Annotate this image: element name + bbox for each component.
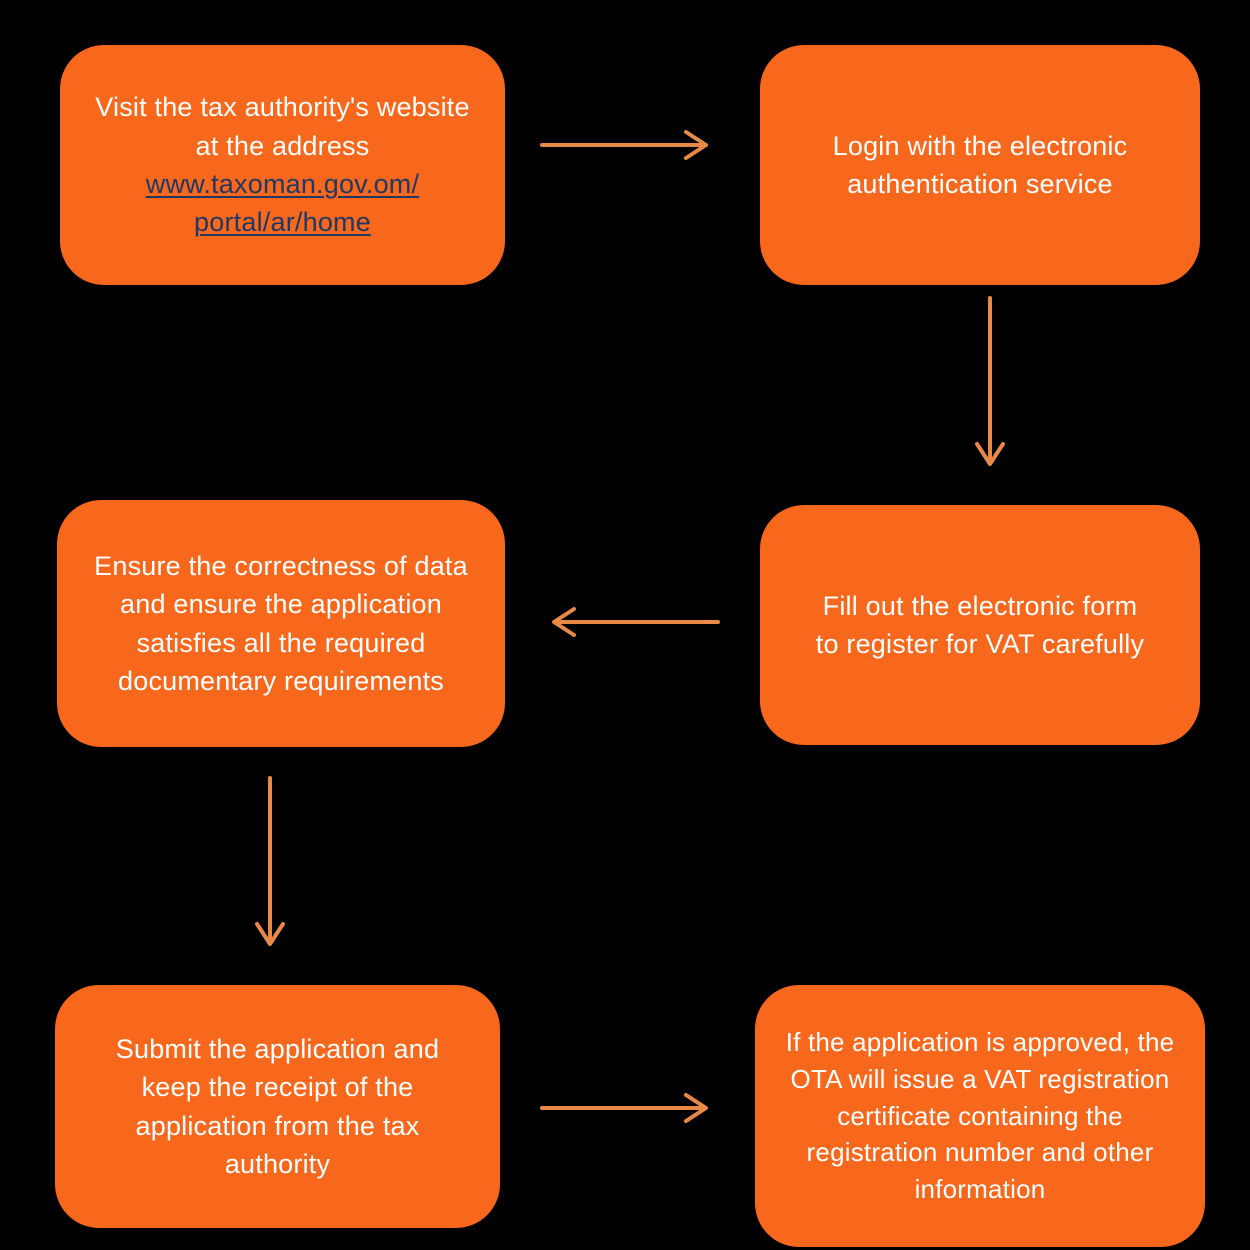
step-text-visit-website: Visit the tax authority's website at the… [88, 88, 477, 241]
arrow-fill-form-to-ensure [552, 607, 720, 637]
arrow-ensure-to-submit [255, 776, 285, 946]
step-box-ensure-correctness: Ensure the correctness of data and ensur… [57, 500, 505, 747]
step-text-ensure-correctness: Ensure the correctness of data and ensur… [94, 550, 468, 696]
step-text-submit-application: Submit the application and keep the rece… [115, 1033, 440, 1179]
url-line-2: portal/ar/home [194, 207, 371, 238]
visit-website-text: Visit the tax authority's website at the… [95, 92, 470, 161]
step-box-fill-form: Fill out the electronic form to register… [760, 505, 1200, 745]
step-text-fill-form: Fill out the electronic form to register… [815, 590, 1145, 659]
taxoman-url-link[interactable]: www.taxoman.gov.om/ portal/ar/home [88, 165, 477, 242]
step-box-approval-certificate: If the application is approved, the OTA … [755, 985, 1205, 1247]
url-line-1: www.taxoman.gov.om/ [145, 169, 420, 199]
step-box-login: Login with the electronic authentication… [760, 45, 1200, 285]
arrow-login-to-fill-form [975, 296, 1005, 466]
arrow-submit-to-certificate [540, 1093, 708, 1123]
step-box-submit-application: Submit the application and keep the rece… [55, 985, 500, 1228]
step-box-visit-website: Visit the tax authority's website at the… [60, 45, 505, 285]
arrow-visit-to-login [540, 130, 708, 160]
step-text-approval-certificate: If the application is approved, the OTA … [785, 1026, 1175, 1205]
step-text-login: Login with the electronic authentication… [832, 130, 1128, 199]
